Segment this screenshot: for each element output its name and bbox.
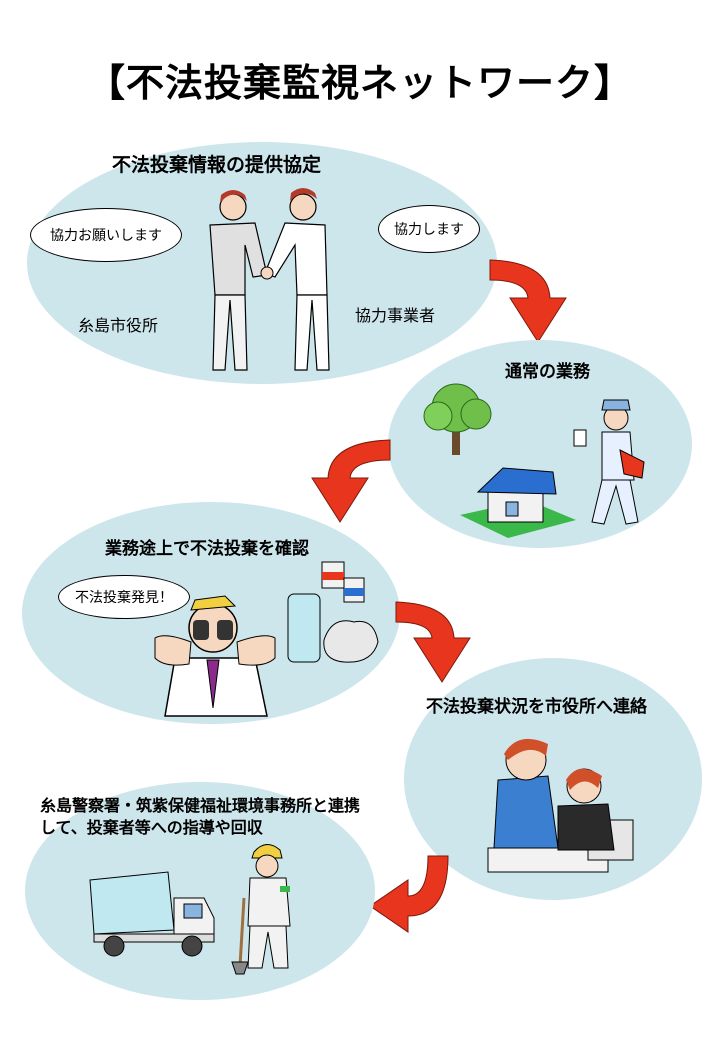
step1-city-hall-label: 糸島市役所 <box>78 316 159 335</box>
house-illustration <box>460 467 576 538</box>
worker-with-shovel-illustration <box>231 844 291 975</box>
step5-heading-line2: して、投棄者等への指導や回収 <box>40 818 263 837</box>
step4-heading: 不法投棄状況を市役所へ連絡 <box>426 697 647 717</box>
step5-ellipse <box>25 782 375 1000</box>
office-workers-illustration <box>487 738 634 873</box>
binoculars-man-illustration <box>154 595 276 717</box>
tree-illustration <box>423 383 492 455</box>
step3-speech-bubble: 不法投棄発見！ <box>58 575 190 619</box>
flow-arrow-3 <box>395 601 471 683</box>
handshake-illustration <box>209 188 330 371</box>
step5-heading-line1: 糸島警察署・筑紫保健福祉環境事務所と連携 <box>40 796 361 815</box>
step1-speech-bubble-right: 協力します <box>378 205 480 253</box>
flow-arrow-4 <box>369 855 449 933</box>
step1-heading: 不法投棄情報の提供協定 <box>112 154 322 176</box>
step1-partner-label: 協力事業者 <box>355 306 436 325</box>
flow-arrow-1 <box>489 259 567 343</box>
flow-arrow-2 <box>311 439 391 523</box>
postman-illustration <box>573 399 645 525</box>
truck-illustration <box>89 871 215 957</box>
step1-speech-bubble-left: 協力お願いします <box>30 208 182 262</box>
step3-heading: 業務途上で不法投棄を確認 <box>105 539 309 559</box>
dumped-trash-illustration <box>287 561 379 663</box>
step2-heading: 通常の業務 <box>505 362 590 382</box>
page-title: 【不法投棄監視ネットワーク】 <box>86 61 633 105</box>
